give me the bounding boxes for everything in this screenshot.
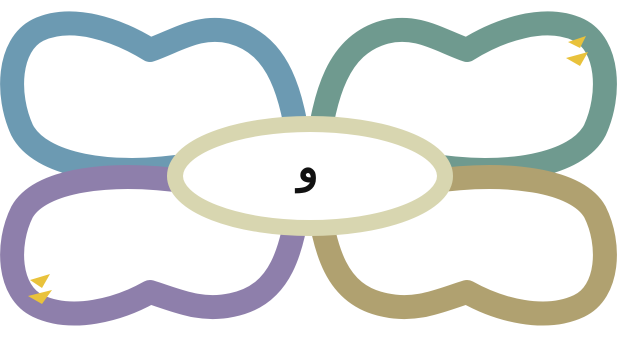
center-label: و xyxy=(238,138,378,198)
